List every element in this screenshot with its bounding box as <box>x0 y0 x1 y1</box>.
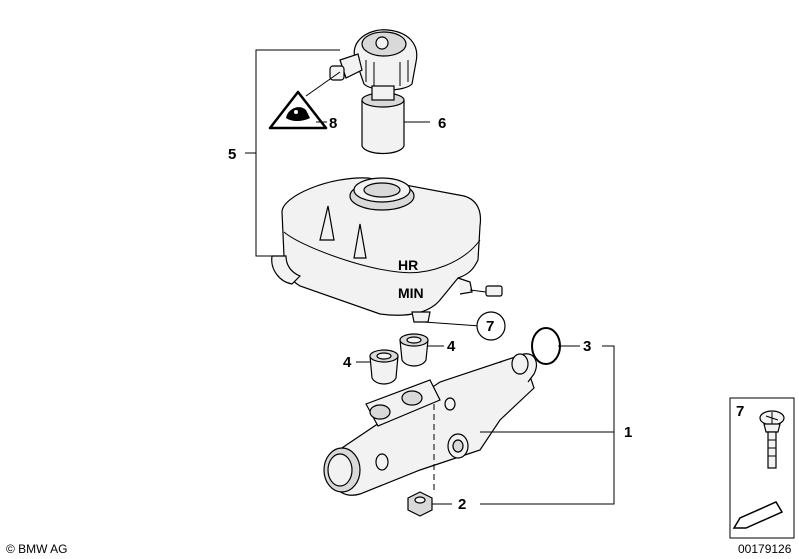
reservoir-cap <box>329 29 418 91</box>
grommet-right <box>399 333 429 367</box>
callout-7: 7 <box>486 318 494 335</box>
callout-6: 6 <box>438 115 446 132</box>
reservoir-mark-hr: HR <box>398 257 418 273</box>
reservoir-strainer <box>361 85 405 155</box>
callout-8: 8 <box>329 115 337 132</box>
callout-7-circle <box>476 311 506 341</box>
grommet-left <box>369 349 399 385</box>
callout-2: 2 <box>458 496 466 513</box>
callout-3: 3 <box>583 338 591 355</box>
brake-fluid-reservoir <box>271 177 503 323</box>
bracket-3 <box>480 345 615 505</box>
hex-nut <box>407 491 433 517</box>
callout-4-right: 4 <box>447 338 456 355</box>
callout-4-left: 4 <box>343 354 352 371</box>
bracket-5 <box>245 49 340 257</box>
reservoir-mark-min: MIN <box>398 285 424 301</box>
image-number: 00179126 <box>738 542 792 556</box>
warning-triangle-icon <box>268 90 328 130</box>
copyright-text: © BMW AG <box>6 542 68 556</box>
arrow-icon <box>732 501 784 529</box>
o-ring <box>531 327 561 365</box>
callout-1: 1 <box>624 424 632 441</box>
callout-5: 5 <box>228 146 236 163</box>
inset-box <box>729 397 795 539</box>
callout-7-inset: 7 <box>736 403 744 420</box>
master-cylinder <box>323 353 537 496</box>
